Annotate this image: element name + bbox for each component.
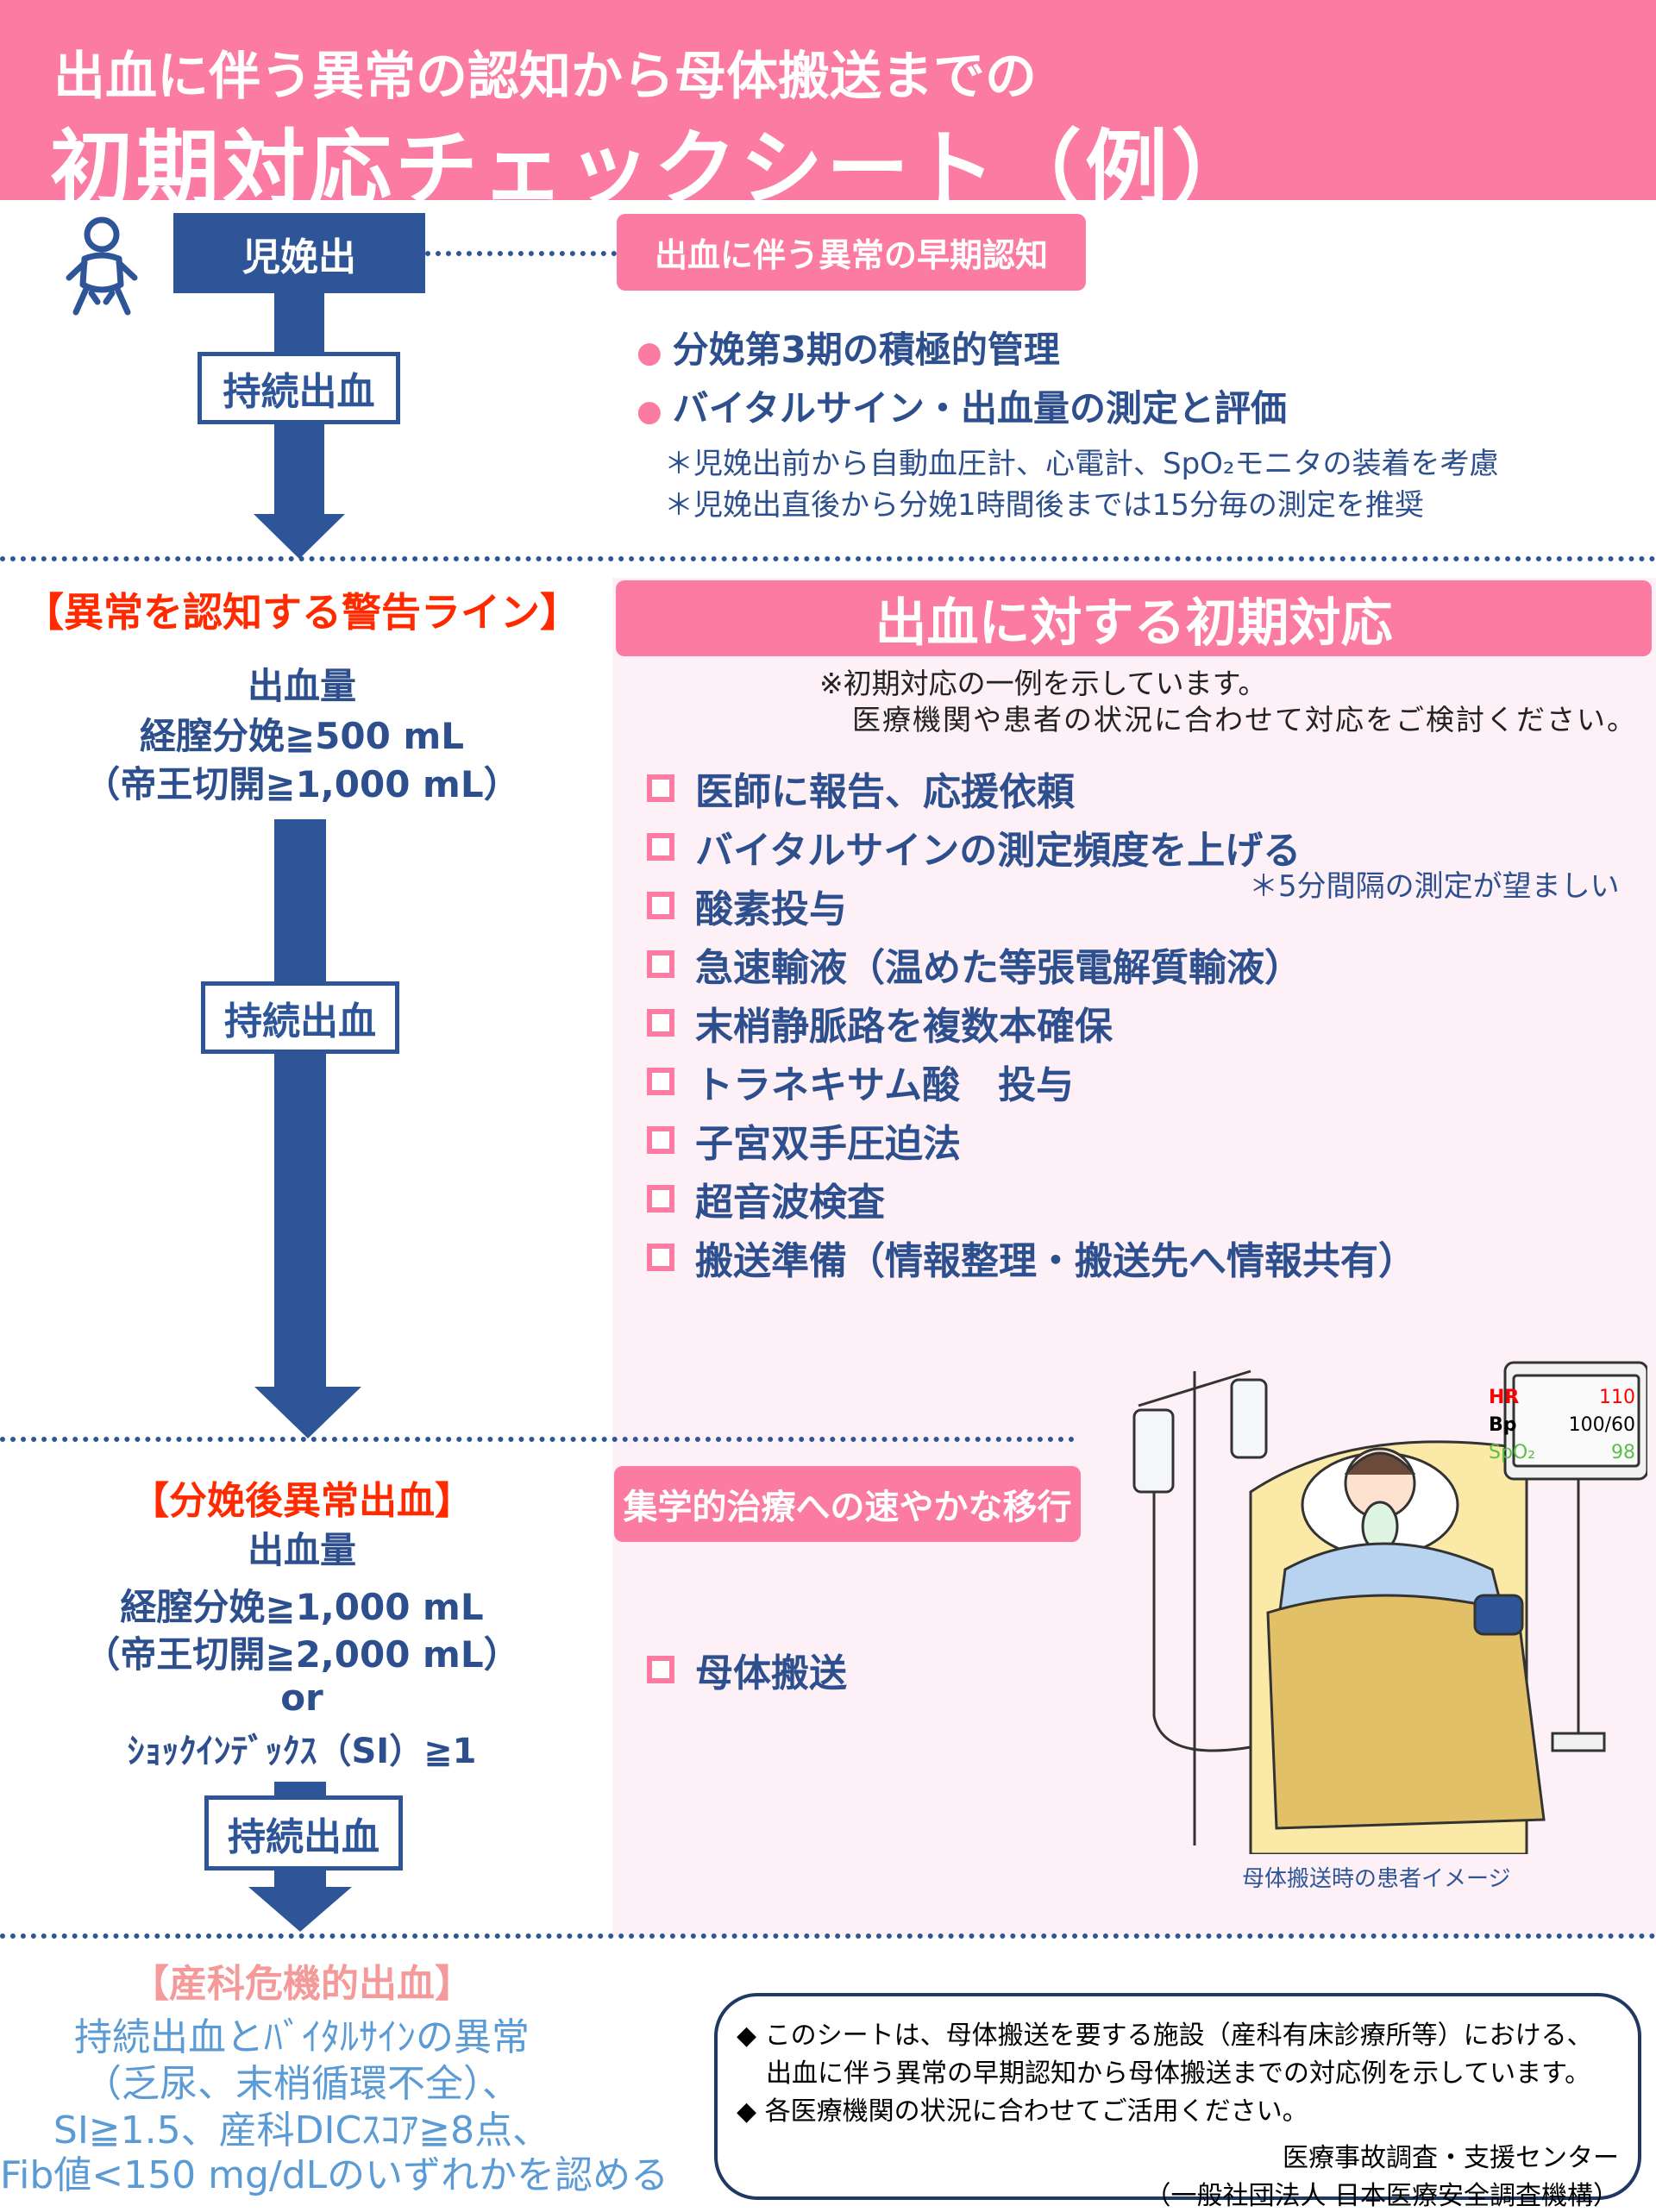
- note: ＊児娩出前から自動血圧計、心電計、SpO₂モニタの装着を考慮: [664, 447, 1499, 481]
- checkbox-icon[interactable]: [647, 1244, 674, 1271]
- critical-title: 【産科危機的出血】: [131, 1962, 473, 2006]
- checkbox-icon[interactable]: [647, 1009, 674, 1037]
- pph-line: or: [280, 1676, 323, 1719]
- spo2-value: 98: [1611, 1442, 1635, 1463]
- header-banner: [0, 0, 1656, 200]
- illustration-caption: 母体搬送時の患者イメージ: [1242, 1866, 1511, 1892]
- checklist-item[interactable]: 超音波検査: [647, 1169, 1416, 1228]
- bp-value: 100/60: [1568, 1414, 1635, 1436]
- multidisciplinary-tag: 集学的治療への速やかな移行: [614, 1466, 1081, 1542]
- warning-line: 出血量: [247, 665, 356, 707]
- checklist: 医師に報告、応援依頼バイタルサインの測定頻度を上げる酸素投与急速輸液（温めた等張…: [647, 759, 1416, 1287]
- pph-title: 【分娩後異常出血】: [131, 1479, 473, 1523]
- critical-line: （乏尿、末梢循環不全）、: [84, 2062, 520, 2106]
- flow-arrow-shaft: [274, 819, 326, 1388]
- checklist-item[interactable]: 末梢静脈路を複数本確保: [647, 993, 1416, 1052]
- delivery-box: 児娩出: [173, 213, 425, 293]
- warning-line: 経膣分娩≧500 mL: [139, 715, 464, 757]
- checklist-item[interactable]: 搬送準備（情報整理・搬送先へ情報共有）: [647, 1228, 1416, 1287]
- bullet-dot-icon: ●: [637, 335, 662, 370]
- bp-label: Bp: [1489, 1414, 1517, 1436]
- checkbox-icon[interactable]: [647, 1068, 674, 1095]
- critical-line: Fib値<150 mg/dLのいずれかを認める: [0, 2153, 669, 2197]
- section-divider: [0, 1933, 1656, 1939]
- checkbox-icon[interactable]: [647, 1656, 674, 1683]
- page-title: 初期対応チェックシート（例）: [50, 121, 1258, 217]
- checkbox-icon[interactable]: [647, 774, 674, 802]
- info-text: 出血に伴う異常の早期認知から母体搬送までの対応例を示しています。: [766, 2058, 1591, 2089]
- diamond-icon: ◆: [737, 2021, 765, 2051]
- early-recognition-tag: 出血に伴う異常の早期認知: [617, 214, 1086, 291]
- checklist-item[interactable]: バイタルサインの測定頻度を上げる: [647, 818, 1416, 876]
- note: ＊児娩出直後から分娩1時間後までは15分毎の測定を推奨: [664, 488, 1424, 523]
- bullet-item: ●バイタルサイン・出血量の測定と評価: [637, 387, 1287, 429]
- checkbox-icon[interactable]: [647, 833, 674, 861]
- pph-line: （帝王切開≧2,000 mL）: [84, 1633, 520, 1676]
- checklist-item[interactable]: 急速輸液（温めた等張電解質輸液）: [647, 935, 1416, 993]
- connector-dots: [425, 251, 617, 256]
- checklist-item-transport[interactable]: 母体搬送: [647, 1642, 847, 1697]
- checklist-sub-note: ＊5分間隔の測定が望ましい: [1249, 869, 1620, 904]
- flow-arrow-head: [254, 514, 345, 559]
- critical-line: SI≧1.5、産科DICｽｺｱ≧8点、: [53, 2109, 551, 2152]
- checkbox-icon[interactable]: [647, 1185, 674, 1213]
- continued-bleeding-label: 持続出血: [201, 981, 399, 1054]
- title-line1: 出血に伴う異常の認知から母体搬送までの: [53, 47, 1037, 107]
- checklist-item[interactable]: トラネキサム酸 投与: [647, 1052, 1416, 1111]
- initial-response-title: 出血に対する初期対応: [616, 580, 1652, 656]
- panel-note: 医療機関や患者の状況に合わせて対応をご検討ください。: [852, 703, 1637, 736]
- checkbox-icon[interactable]: [647, 1126, 674, 1154]
- org-full-name: （一般社団法人 日本医療安全調査機構）: [1145, 2181, 1619, 2211]
- warning-line-title: 【異常を認知する警告ライン】: [24, 589, 580, 636]
- section-divider: [0, 556, 1656, 561]
- diamond-icon: ◆: [737, 2096, 765, 2127]
- bullet-item: ●分娩第3期の積極的管理: [637, 329, 1060, 371]
- pph-line: 出血量: [247, 1529, 356, 1571]
- warning-line: （帝王切開≧1,000 mL）: [84, 763, 520, 805]
- checklist-item[interactable]: 医師に報告、応援依頼: [647, 759, 1416, 818]
- checkbox-icon[interactable]: [647, 950, 674, 978]
- info-box: ◆ このシートは、母体搬送を要する施設（産科有床診療所等）における、 出血に伴う…: [714, 1993, 1641, 2211]
- pph-line: ｼｮｯｸｲﾝﾃﾞｯｸｽ（SI）≧1: [127, 1732, 477, 1771]
- checkbox-icon[interactable]: [647, 892, 674, 919]
- hr-label: HR: [1489, 1387, 1520, 1408]
- panel-note: ※初期対応の一例を示しています。: [819, 667, 1267, 700]
- hr-value: 110: [1599, 1387, 1635, 1408]
- patient-illustration: [1132, 1361, 1647, 1854]
- baby-icon: [66, 216, 138, 316]
- continued-bleeding-label: 持続出血: [198, 352, 400, 424]
- flow-arrow-head: [254, 1387, 361, 1438]
- bullet-dot-icon: ●: [637, 394, 662, 429]
- section-divider: [0, 1437, 1075, 1442]
- flow-arrow-head: [248, 1887, 352, 1932]
- org-name: 医療事故調査・支援センター: [1283, 2143, 1619, 2173]
- continued-bleeding-label: 持続出血: [204, 1795, 403, 1870]
- checklist-item[interactable]: 酸素投与: [647, 876, 1416, 935]
- checklist-item[interactable]: 子宮双手圧迫法: [647, 1111, 1416, 1169]
- spo2-label: SpO₂: [1489, 1442, 1536, 1463]
- critical-line: 持続出血とﾊﾞｲﾀﾙｻｲﾝの異常: [74, 2015, 530, 2059]
- pph-line: 経膣分娩≧1,000 mL: [120, 1586, 484, 1628]
